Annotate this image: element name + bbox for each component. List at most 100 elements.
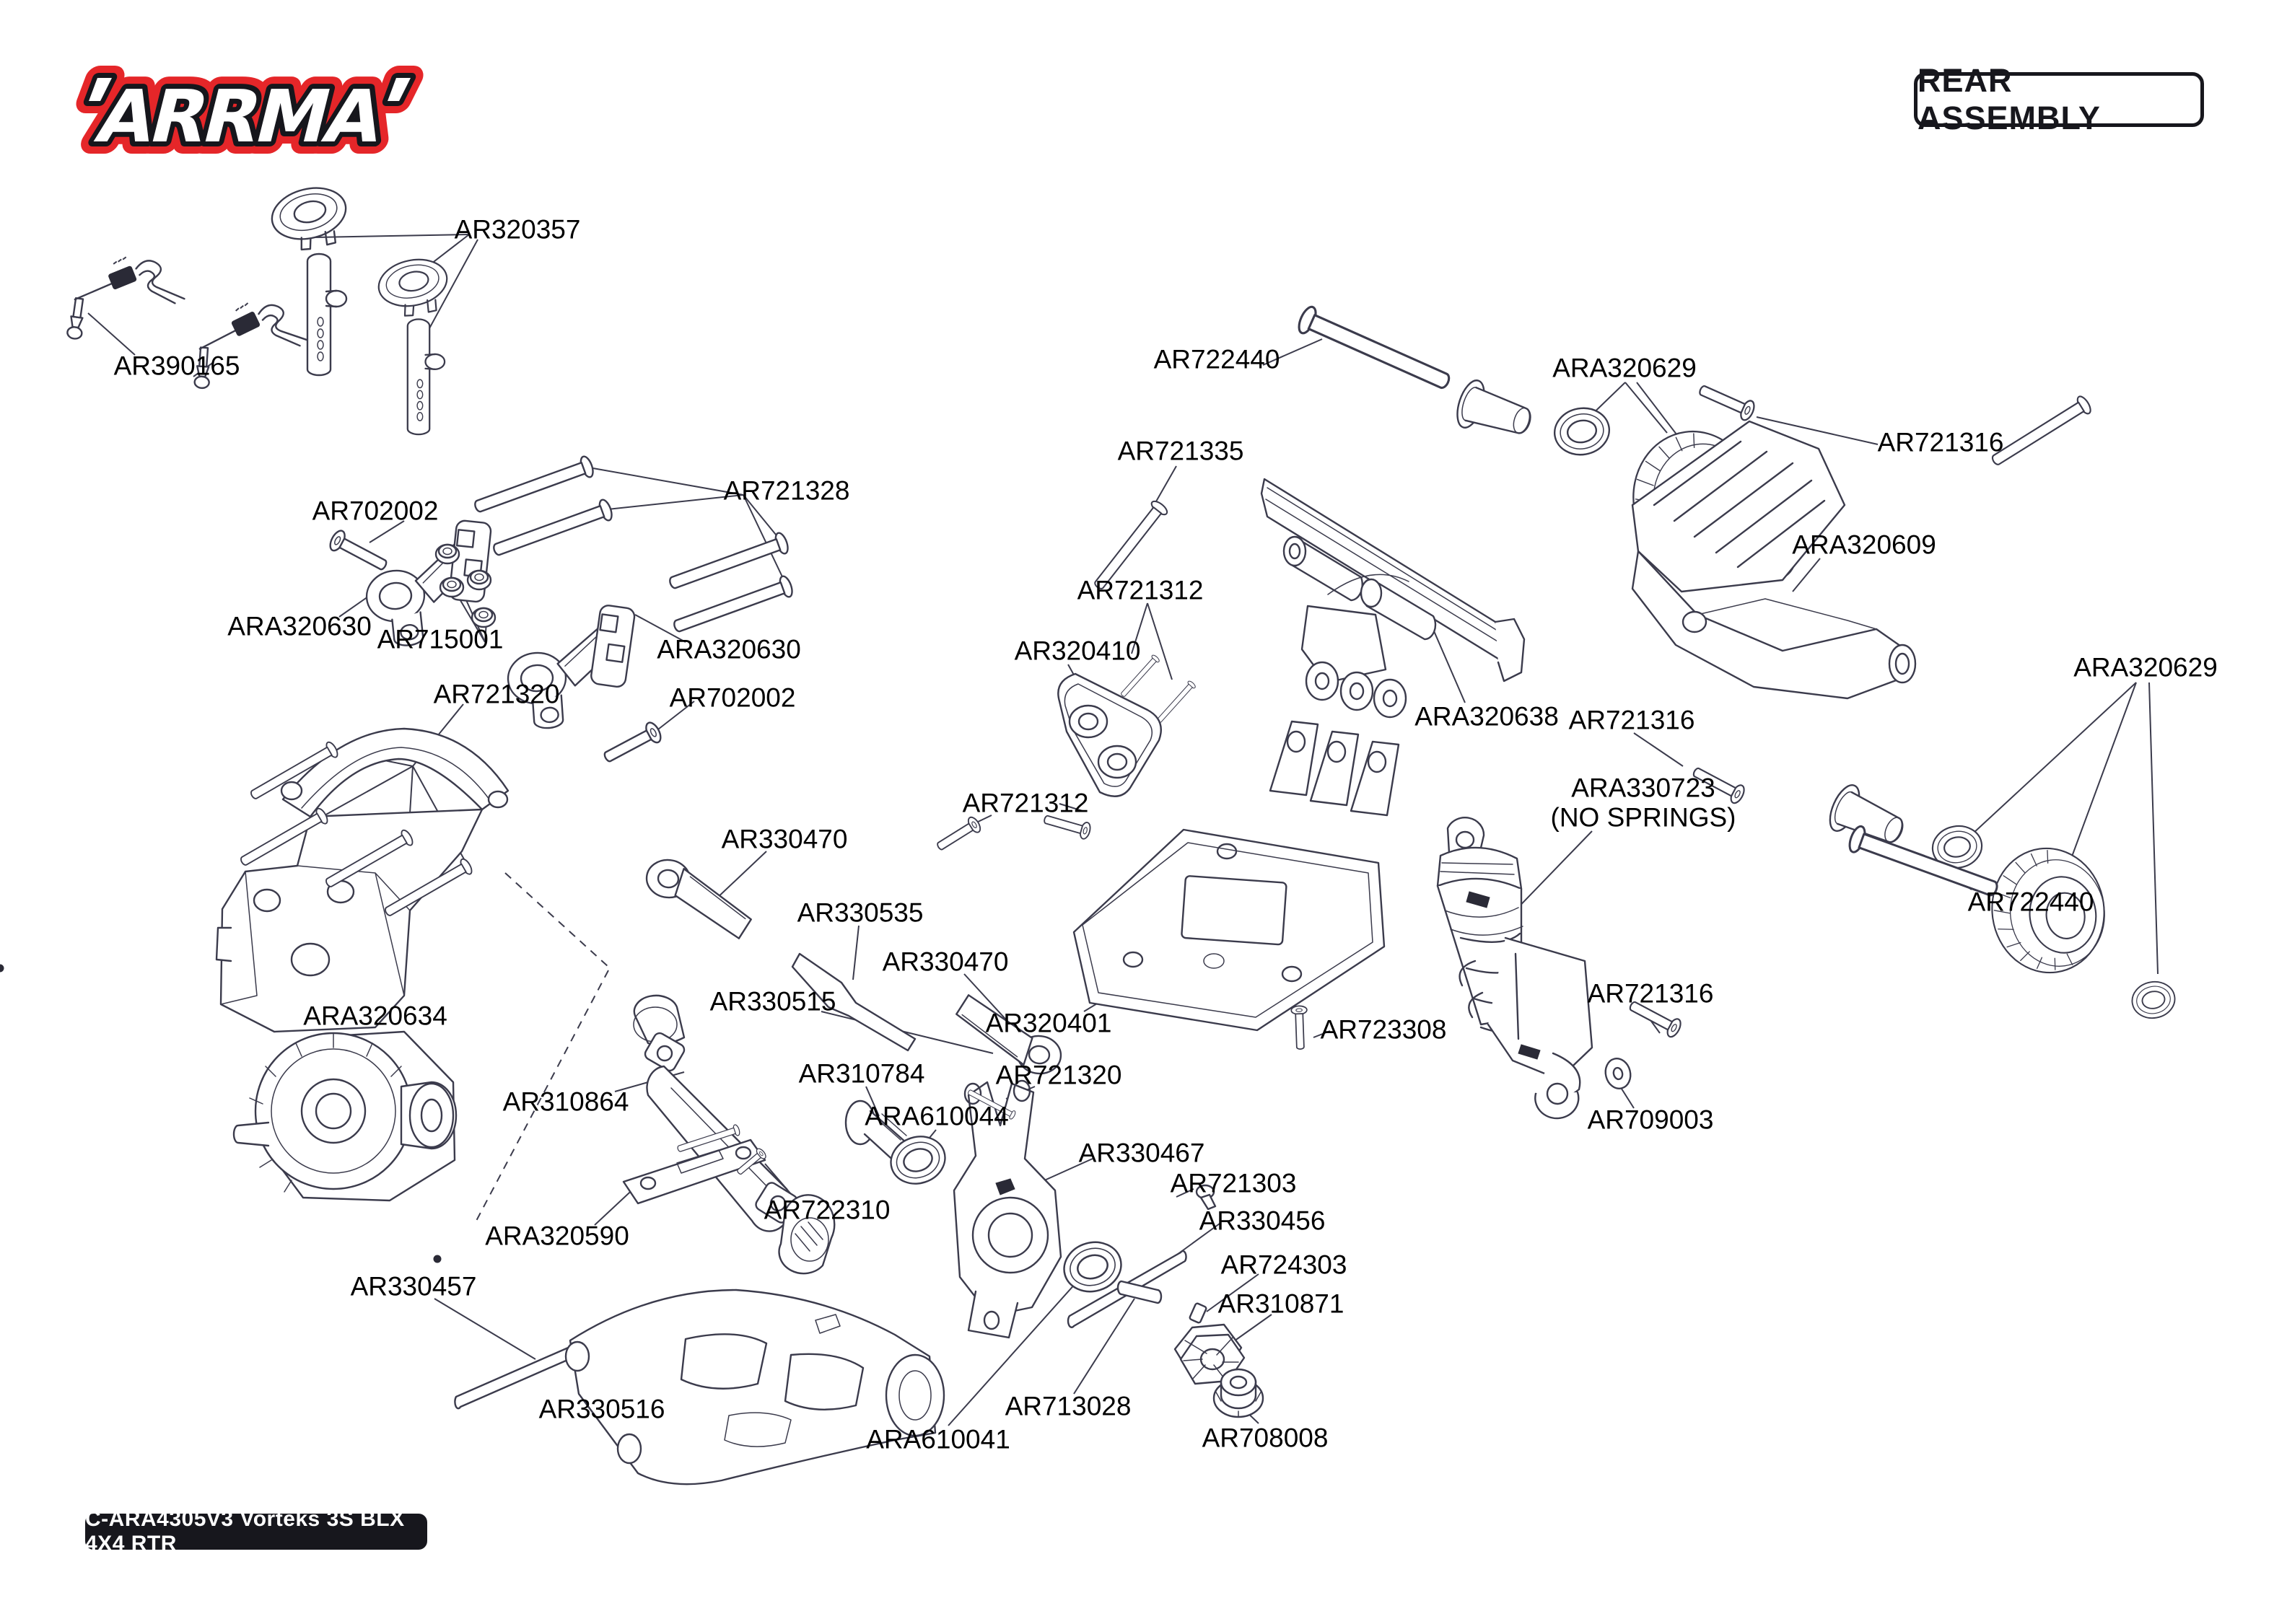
- arrma-logo: ARRMA ARRMA ARRMA: [76, 63, 424, 164]
- part-label-ara610044: ARA610044: [865, 1101, 1009, 1131]
- leader-line: [455, 592, 486, 643]
- part-label-ar724303: AR724303: [1220, 1250, 1347, 1280]
- leader-line: [1756, 416, 1879, 445]
- part-label-ar722310: AR722310: [764, 1195, 891, 1225]
- leader-line: [324, 765, 414, 816]
- suspension-arm-ar330516-drawing: [564, 1289, 945, 1485]
- part-label-ar709003: AR709003: [1587, 1105, 1714, 1135]
- part-label-ar390165: AR390165: [113, 351, 240, 381]
- leader-line: [821, 1011, 994, 1054]
- part-label-ara320590: ARA320590: [485, 1221, 629, 1251]
- diffuser-ara320609-drawing: [1631, 420, 1917, 700]
- leader-line: [714, 851, 767, 901]
- model-code-text: C-ARA4305V3 Vorteks 3S BLX 4X4 RTR: [85, 1507, 405, 1555]
- part-label-ar330456: AR330456: [1199, 1206, 1326, 1236]
- part-label-ar721312: AR721312: [1077, 575, 1204, 605]
- assembly-axis-dashes: [0, 872, 609, 1263]
- page-title-text: REAR ASSEMBLY: [1917, 62, 2101, 136]
- stub-axle-ar310784-drawing: [844, 1100, 953, 1192]
- part-label-ar722440: AR722440: [1967, 887, 2094, 917]
- leader-line: [948, 1275, 1083, 1426]
- part-label-ar713028: AR713028: [1005, 1391, 1132, 1421]
- part-label-ar721303: AR721303: [1170, 1168, 1297, 1198]
- leader-line: [1633, 732, 1684, 767]
- leader-line: [1262, 338, 1323, 366]
- part-label-ar721316: AR721316: [1568, 705, 1695, 735]
- part-label-ara320629: ARA320629: [1552, 353, 1697, 383]
- part-label-ar702002: AR702002: [669, 682, 796, 713]
- part-label-ar330467: AR330467: [1078, 1138, 1205, 1168]
- part-label-ar721335: AR721335: [1117, 436, 1244, 466]
- part-label-ar330470: AR330470: [882, 947, 1009, 977]
- leader-line: [1508, 830, 1593, 918]
- differential-ara320634-drawing: [232, 1030, 458, 1202]
- camber-link-drawing: [640, 856, 1067, 1077]
- part-label-ar330457: AR330457: [350, 1271, 477, 1302]
- leader-line: [1073, 1298, 1135, 1395]
- part-label-ar330516: AR330516: [538, 1394, 665, 1424]
- part-label-ar721328: AR721328: [723, 475, 850, 506]
- leader-line: [2148, 682, 2159, 975]
- part-label-ara320630: ARA320630: [657, 634, 801, 664]
- leader-line: [1153, 465, 1177, 507]
- part-label-ara610041: ARA610041: [866, 1424, 1010, 1454]
- part-label-ar708008: AR708008: [1202, 1423, 1329, 1453]
- part-label-ar721312: AR721312: [962, 788, 1089, 818]
- part-label-ar330470: AR330470: [721, 824, 848, 854]
- leader-line: [607, 494, 744, 510]
- leader-line: [1059, 803, 1083, 812]
- part-label-ar320357: AR320357: [454, 214, 581, 245]
- part-label-ara320629: ARA320629: [2073, 652, 2218, 682]
- link-block-ar320410-drawing: [1057, 672, 1162, 797]
- part-label-ar320401: AR320401: [985, 1008, 1112, 1038]
- part-label-ara320609: ARA320609: [1792, 530, 1936, 560]
- part-label-ar721320: AR721320: [995, 1060, 1122, 1090]
- leader-line: [1624, 382, 1668, 434]
- part-label-ara320638: ARA320638: [1414, 701, 1559, 732]
- part-label-ar330535: AR330535: [797, 897, 924, 928]
- leader-line: [1619, 1086, 1635, 1109]
- part-label-ara320634: ARA320634: [303, 1001, 447, 1031]
- part-label-ar722440: AR722440: [1153, 344, 1280, 374]
- leader-line: [1131, 602, 1148, 654]
- part-label-ar320410: AR320410: [1014, 636, 1141, 666]
- part-label-ara320630: ARA320630: [227, 611, 372, 641]
- leader-line: [1206, 1273, 1259, 1312]
- rear-bumper-ara320638-drawing: [1260, 478, 1526, 719]
- leader-line: [1176, 1188, 1194, 1198]
- leader-line: [655, 701, 695, 732]
- hub-carrier-ar330467-drawing: [953, 1079, 1062, 1339]
- leader-line: [1147, 602, 1173, 680]
- arrma-logo-text: ARRMA: [89, 74, 393, 158]
- part-label-ara330723: ARA330723 (NO SPRINGS): [1550, 773, 1736, 833]
- part-label-ar721316: AR721316: [1587, 978, 1714, 1009]
- part-label-ar330515: AR330515: [709, 986, 836, 1017]
- leader-line: [369, 520, 405, 543]
- shock-tower-gearbox-drawing: [215, 727, 510, 1033]
- page-title: REAR ASSEMBLY: [1914, 62, 2204, 136]
- leader-line: [865, 1086, 880, 1117]
- leader-line: [1313, 1030, 1331, 1038]
- part-label-ar310871: AR310871: [1217, 1289, 1344, 1319]
- leader-line: [588, 467, 744, 496]
- leader-line: [424, 239, 478, 338]
- part-label-ar715001: AR715001: [377, 624, 504, 654]
- leader-line: [1962, 682, 2137, 843]
- model-code-badge: C-ARA4305V3 Vorteks 3S BLX 4X4 RTR: [85, 1507, 427, 1555]
- part-label-ar721316: AR721316: [1877, 427, 2004, 457]
- leader-line: [634, 614, 686, 643]
- chassis-hinge-fingers-drawing: [1269, 720, 1400, 1050]
- leader-line: [315, 234, 470, 238]
- part-label-ar702002: AR702002: [312, 496, 439, 526]
- leader-line: [2066, 682, 2137, 871]
- pin-mount-ara320590-drawing: [622, 1123, 769, 1205]
- part-label-ar310864: AR310864: [502, 1087, 629, 1117]
- part-label-ar310784: AR310784: [798, 1058, 925, 1089]
- skid-plate-ar320401-drawing: [1072, 828, 1386, 1032]
- arrma-logo-text: ARRMA: [89, 74, 393, 158]
- arrma-logo-text: ARRMA: [89, 74, 393, 158]
- part-label-ar723308: AR723308: [1320, 1014, 1447, 1045]
